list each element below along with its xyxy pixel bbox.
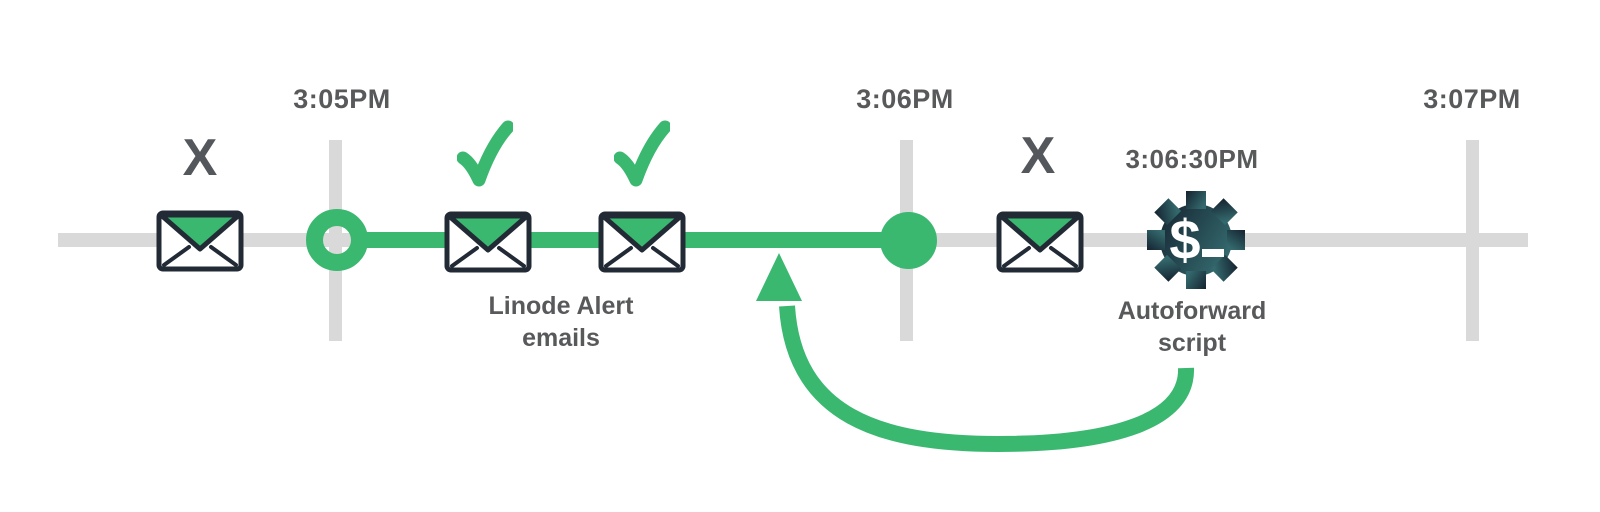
curved-feedback-arrow — [756, 253, 1195, 453]
envelope-icon-missed-1 — [156, 210, 244, 272]
autoforward-caption: Autoforward script — [1118, 295, 1267, 359]
tick-label-305pm: 3:05PM — [293, 84, 391, 114]
envelope-icon-missed-2 — [996, 211, 1084, 273]
fail-x-mark-2: X — [1020, 127, 1056, 185]
filled-dot-marker-306pm — [880, 212, 937, 269]
envelope-icon-alert-1 — [444, 211, 532, 273]
linode-alert-caption-line1: Linode Alert — [488, 292, 634, 320]
fail-x-mark-1: X — [182, 129, 218, 187]
autoforward-time-label: 3:06:30PM — [1125, 144, 1259, 174]
envelope-icon-alert-2 — [598, 211, 686, 273]
linode-alert-caption: Linode Alert emails — [489, 290, 634, 354]
tick-label-306pm: 3:06PM — [856, 84, 954, 114]
checkmark-icon-2 — [614, 120, 670, 187]
tick-label-307pm: 3:07PM — [1423, 84, 1521, 114]
gear-terminal-icon: $ — [1147, 191, 1245, 289]
dollar-prompt-glyph: $ — [1169, 208, 1200, 271]
underscore-cursor-glyph — [1202, 249, 1224, 257]
linode-alert-caption-line2: emails — [522, 324, 600, 352]
checkmark-icon-1 — [457, 120, 513, 187]
autoforward-caption-line1: Autoforward — [1117, 297, 1267, 325]
autoforward-caption-line2: script — [1157, 329, 1227, 357]
open-circle-marker-305pm — [306, 209, 368, 271]
tick-3-07pm — [1466, 140, 1479, 341]
